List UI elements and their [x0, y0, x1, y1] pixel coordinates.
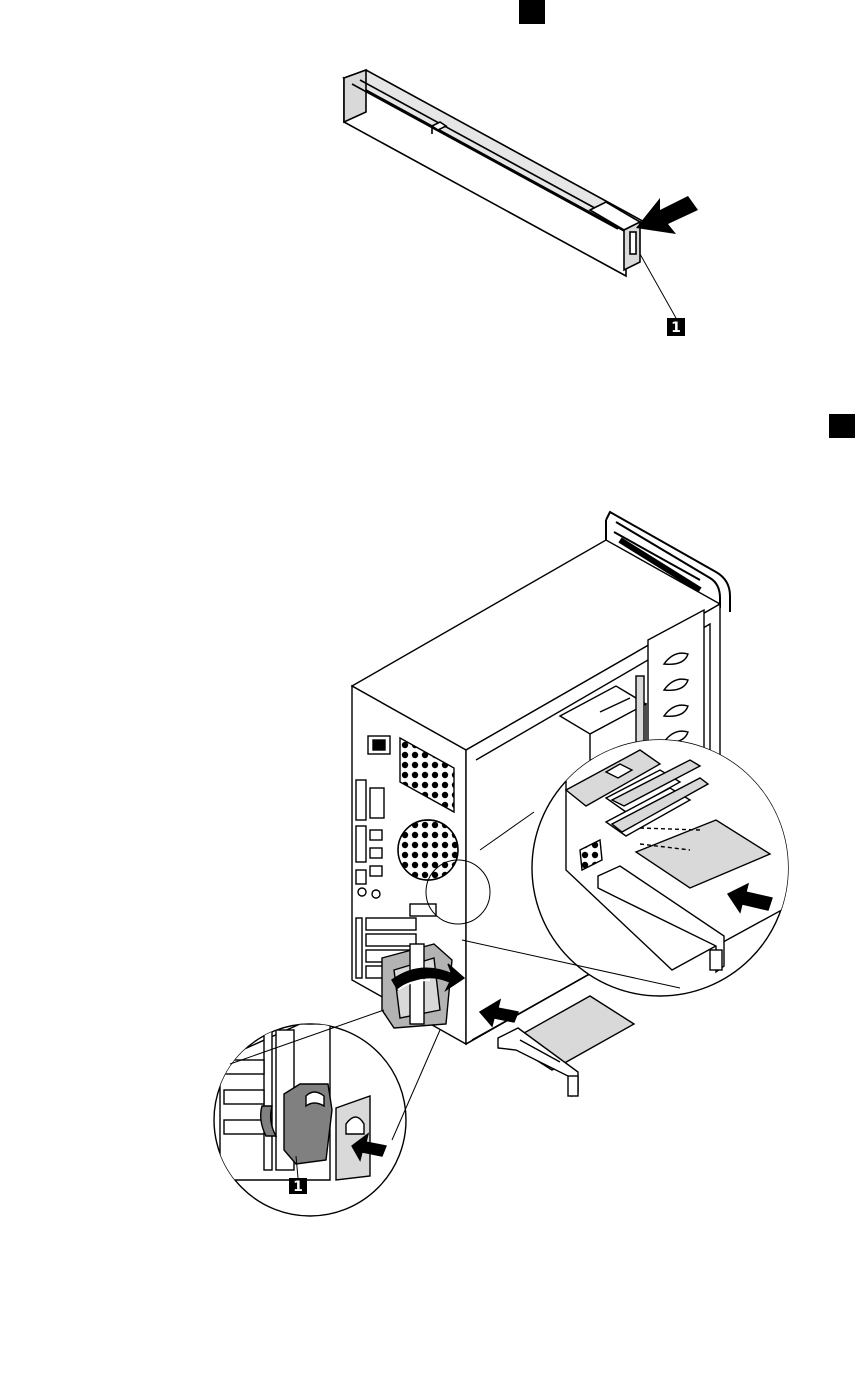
callout-1-label: 1 — [671, 320, 681, 336]
card-retainer-latch — [382, 944, 452, 1028]
card-slot — [344, 70, 648, 276]
top-figure: 1 — [344, 0, 698, 336]
step-marker-square-2 — [829, 414, 855, 438]
callout-1-label: 1 — [293, 1179, 303, 1195]
step-marker-square — [519, 0, 545, 24]
system-fan-grill — [398, 820, 458, 880]
bottom-figure: 1 — [214, 512, 800, 1216]
detail-circle-latch — [214, 1010, 440, 1216]
push-arrow — [636, 196, 698, 234]
rear-power-connector — [368, 736, 390, 754]
callout-1-top: 1 — [640, 254, 685, 336]
